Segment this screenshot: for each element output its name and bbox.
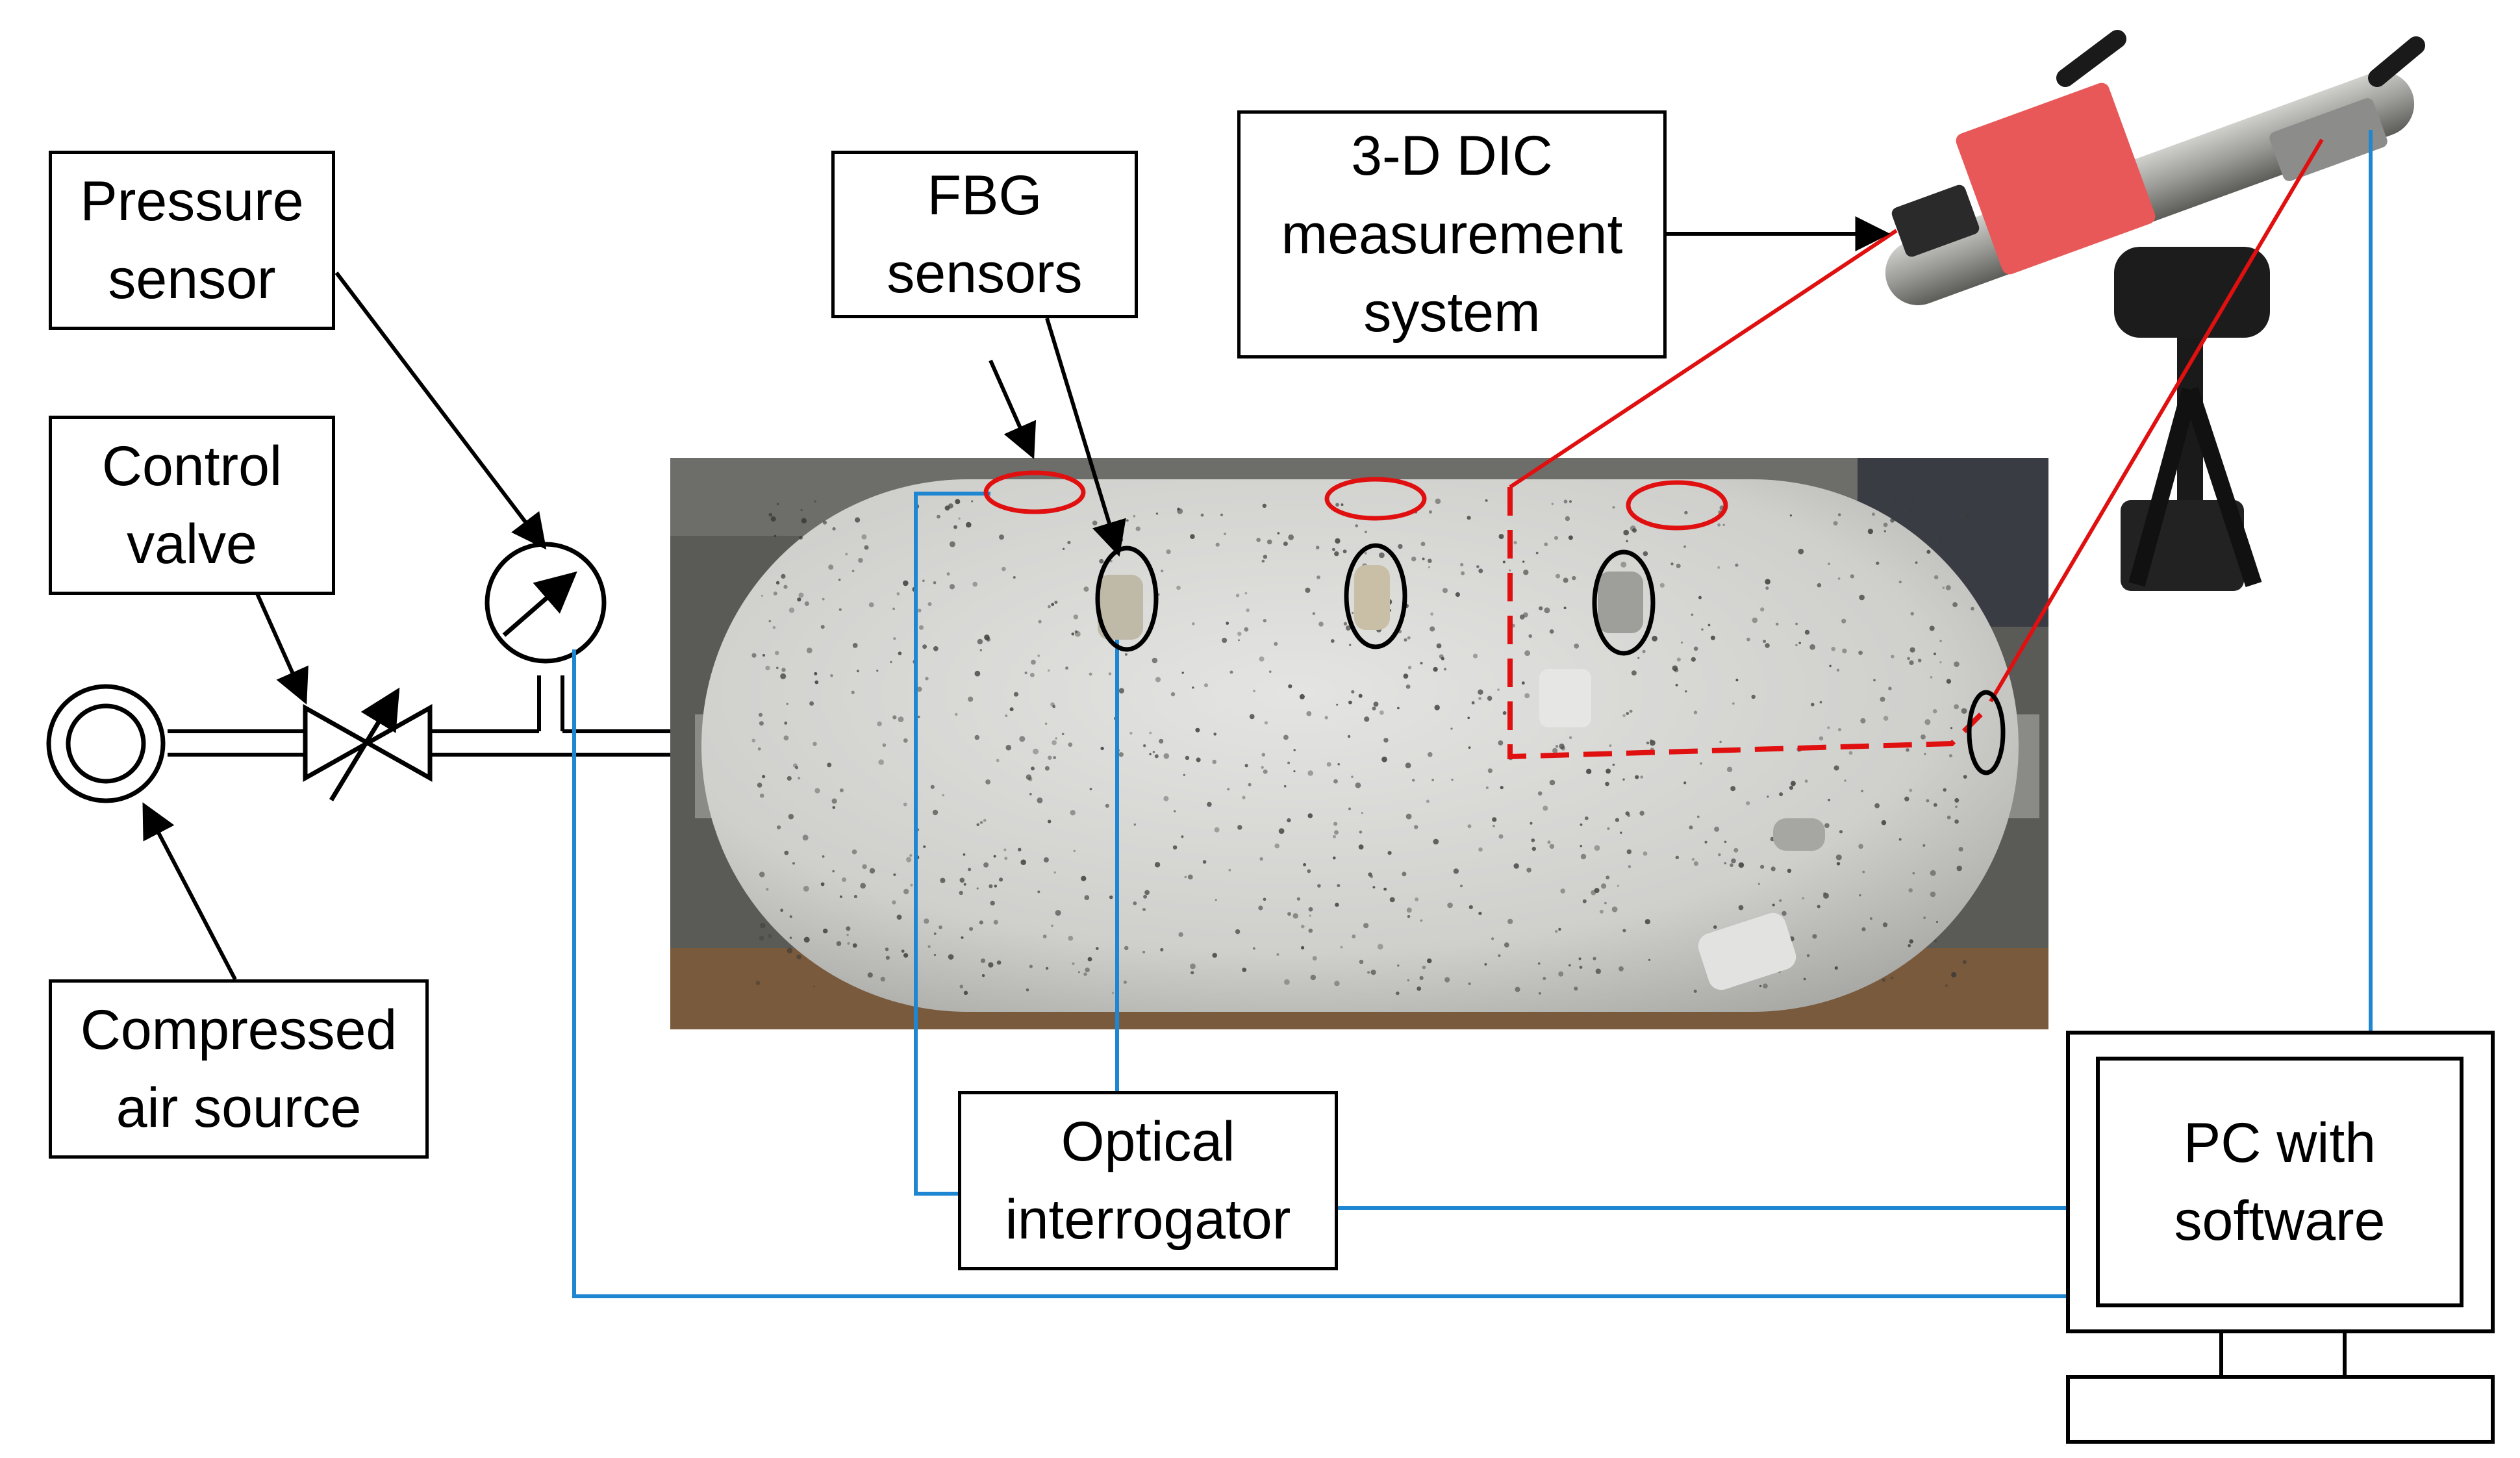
fbg-arrow [1045,318,1126,557]
compressed-air-source-label: Compressed air source [49,979,429,1159]
pressure-sensor-to-pc-link [572,649,2068,1298]
dic-system-label: 3-D DIC measurement system [1237,110,1667,358]
dic-measurement-area [1507,487,1983,760]
dic-handle [2056,30,2126,87]
compressed-air-source-symbol [46,684,166,803]
air-source-arrow [142,802,237,981]
fbg-marker-black [1095,546,1159,652]
fbg-arrow [989,359,1037,459]
fbg-marker-black [1967,690,2006,775]
callout-arrows [142,216,1891,981]
control-valve-arrow [255,591,309,705]
dic-right-camera [2269,98,2388,181]
sensor-patch [1773,818,1825,851]
tripod-leg [2182,386,2262,588]
pressure-sensor-arrow [334,271,547,550]
fbg-sensors-label: FBG sensors [831,151,1138,318]
piping [168,675,670,757]
monitor-screen [2096,1057,2463,1307]
pc-computer [2066,1031,2495,1444]
sensor-patch [1354,565,1390,630]
pressure-vessel [701,479,2019,1012]
data-links [572,130,2373,1298]
control-valve-symbol [303,687,433,801]
speckle-pattern [751,498,1974,996]
fbg-marker-black [1592,549,1656,656]
dic-camera-photo [1885,30,2425,591]
fbg-fiber-link [914,492,990,1196]
sensor-patch [1698,912,1796,990]
control-valve-label: Control valve [49,416,335,595]
dic-left-camera [1891,184,1980,257]
keyboard [2066,1375,2495,1444]
sensor-patch [1539,669,1591,727]
fbg-marker-red [983,470,1086,514]
monitor-stand [2219,1329,2347,1379]
fbg-marker-red [1324,477,1427,521]
dic-field-of-view [1507,138,2324,760]
pressure-sensor-label: Pressure sensor [49,151,335,330]
tripod-head [2114,247,2270,338]
pressure-vessel-photo [670,458,2048,1029]
pressure-gauge-symbol [485,542,607,664]
sensor-patch [1098,575,1143,640]
fbg-marker-black [1344,543,1407,649]
pc-label: PC with software [2174,1111,2386,1252]
tripod-leg [2128,387,2199,587]
fbg-markers [983,470,2006,775]
optical-interrogator-label: Optical interrogator [958,1091,1338,1270]
sensor-patch [1598,572,1643,633]
fbg-marker-red [1626,480,1728,531]
dic-handle [2368,36,2425,87]
dic-light-source [1956,82,2156,275]
